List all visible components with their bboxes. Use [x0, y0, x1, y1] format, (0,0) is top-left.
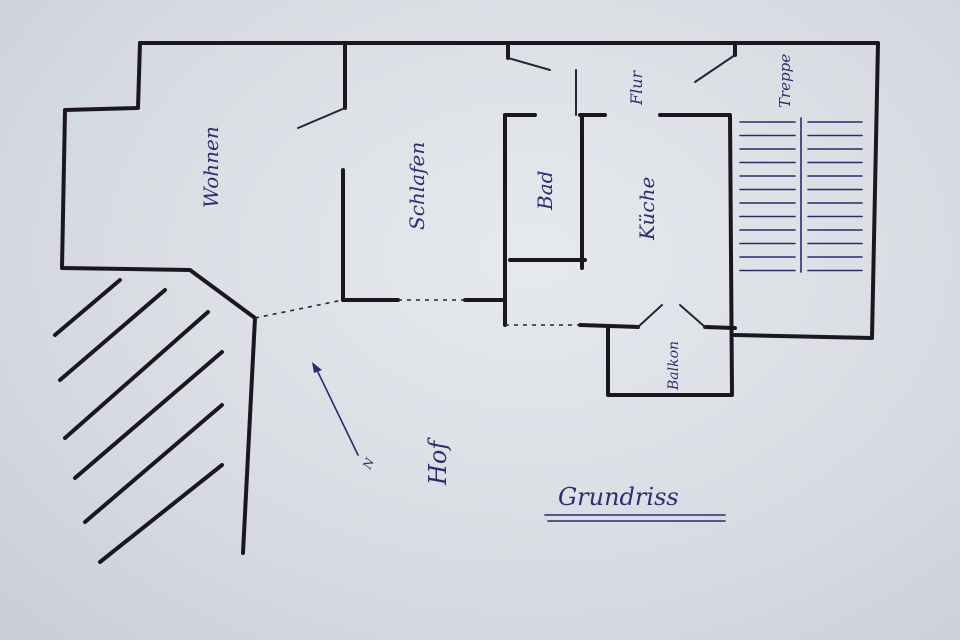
room-label-flur: Flur	[627, 69, 646, 106]
north-arrow-icon	[312, 362, 359, 456]
north-label: N	[360, 455, 378, 472]
room-label-schlafen: Schlafen	[405, 142, 429, 230]
room-label-kueche: Küche	[635, 177, 659, 241]
room-label-wohnen: Wohnen	[199, 126, 223, 208]
doors	[254, 54, 736, 328]
room-label-bad: Bad	[533, 171, 557, 211]
walls	[60, 41, 880, 555]
area-label-hof: Hof	[424, 437, 452, 486]
plan-title: Grundriss	[558, 483, 679, 511]
hatching	[53, 278, 224, 564]
stairs	[739, 117, 863, 273]
room-label-balkon: Balkon	[666, 341, 682, 391]
room-label-treppe: Treppe	[776, 54, 794, 108]
